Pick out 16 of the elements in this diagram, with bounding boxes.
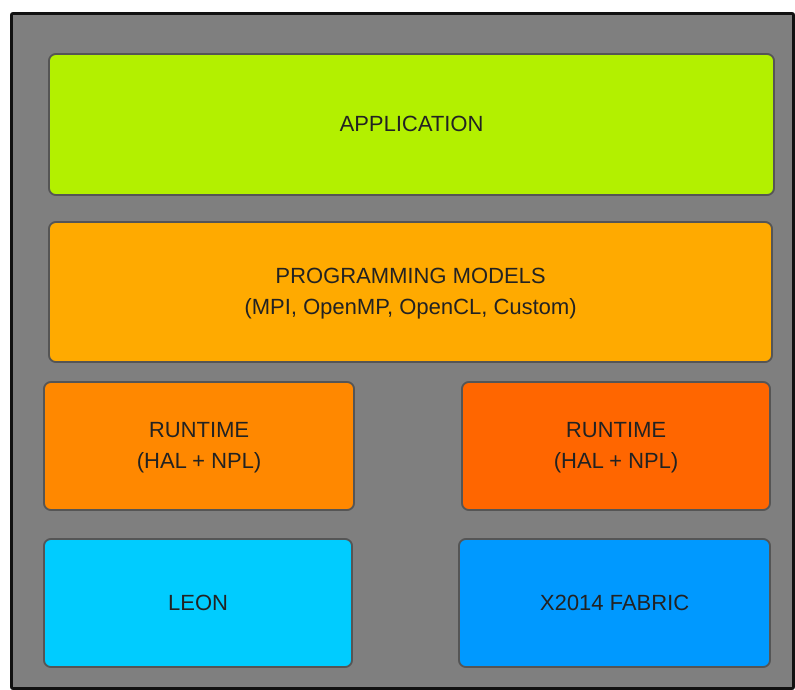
layer-detail: (HAL + NPL) — [136, 447, 262, 475]
layer-box — [458, 538, 771, 668]
layer-title: RUNTIME — [566, 416, 666, 444]
layer-box — [48, 221, 773, 363]
panel-background — [10, 12, 795, 690]
layer-detail: (HAL + NPL) — [554, 447, 678, 475]
layer-title: LEON — [168, 588, 228, 617]
layer-title: PROGRAMMING MODELS — [275, 262, 546, 290]
layer-box — [43, 381, 355, 511]
layer-title: X2014 FABRIC — [540, 588, 690, 617]
layer-title: RUNTIME — [148, 416, 250, 444]
layer-box — [461, 381, 771, 511]
layer-box — [48, 53, 775, 196]
layer-detail: (MPI, OpenMP, OpenCL, Custom) — [244, 293, 577, 321]
layer-box — [43, 538, 353, 668]
layer-title: APPLICATION — [340, 110, 484, 138]
